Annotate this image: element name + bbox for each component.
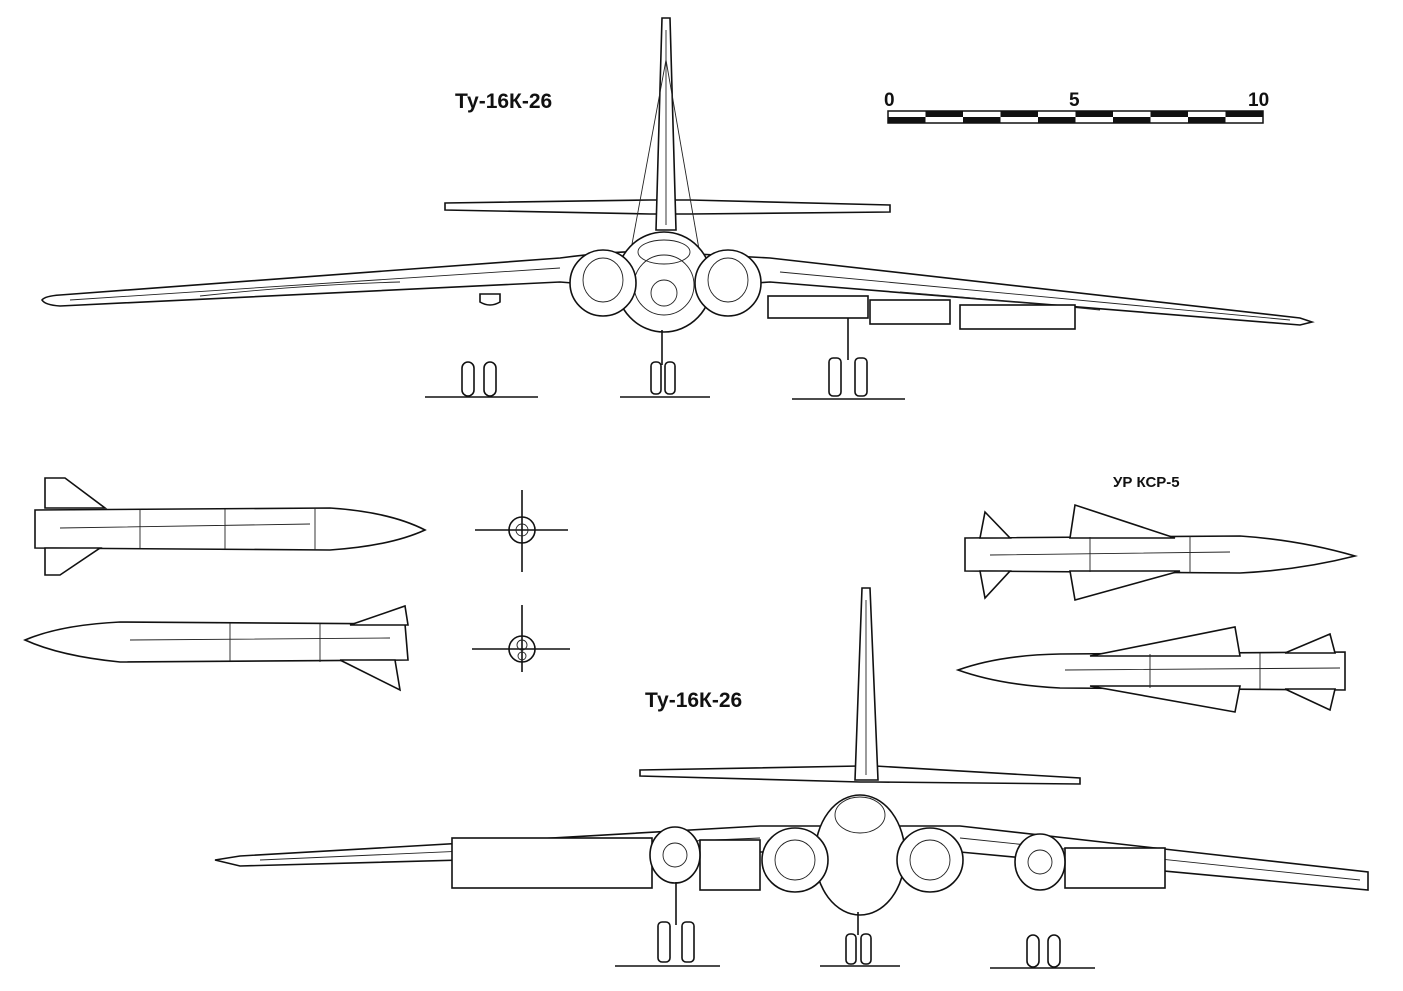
scale-segment: [925, 111, 963, 117]
scale-label-5: 5: [1069, 90, 1080, 111]
aircraft-front-view-top: [41, 17, 1315, 400]
missile-front-view-bottom: [472, 605, 570, 672]
missile-front-view-top: [475, 490, 568, 572]
scale-segment: [1000, 111, 1038, 117]
missile-side-view-right-bottom: [955, 626, 1346, 713]
missile-side-view-left-bottom: [23, 604, 409, 692]
scale-segment: [1075, 111, 1113, 117]
scale-segment: [963, 117, 1001, 123]
scale-segment: [1188, 117, 1226, 123]
scale-segment: [1113, 117, 1151, 123]
scale-segment: [1038, 117, 1076, 123]
scale-segment: [1225, 111, 1263, 117]
scale-segment: [1150, 111, 1188, 117]
title-bottom: Ту-16К-26: [645, 689, 742, 712]
missile-label: УР КСР-5: [1113, 474, 1180, 491]
aircraft-front-view-bottom: [214, 587, 1369, 969]
scale-label-0: 0: [884, 90, 895, 111]
missile-plan-view-right-top: [964, 503, 1359, 602]
scale-label-10: 10: [1248, 90, 1269, 111]
scale-bar: 0 5 10: [884, 90, 1269, 124]
scale-segment: [888, 117, 926, 123]
missile-side-view-left-top: [34, 477, 427, 576]
title-top: Ту-16К-26: [455, 90, 552, 113]
